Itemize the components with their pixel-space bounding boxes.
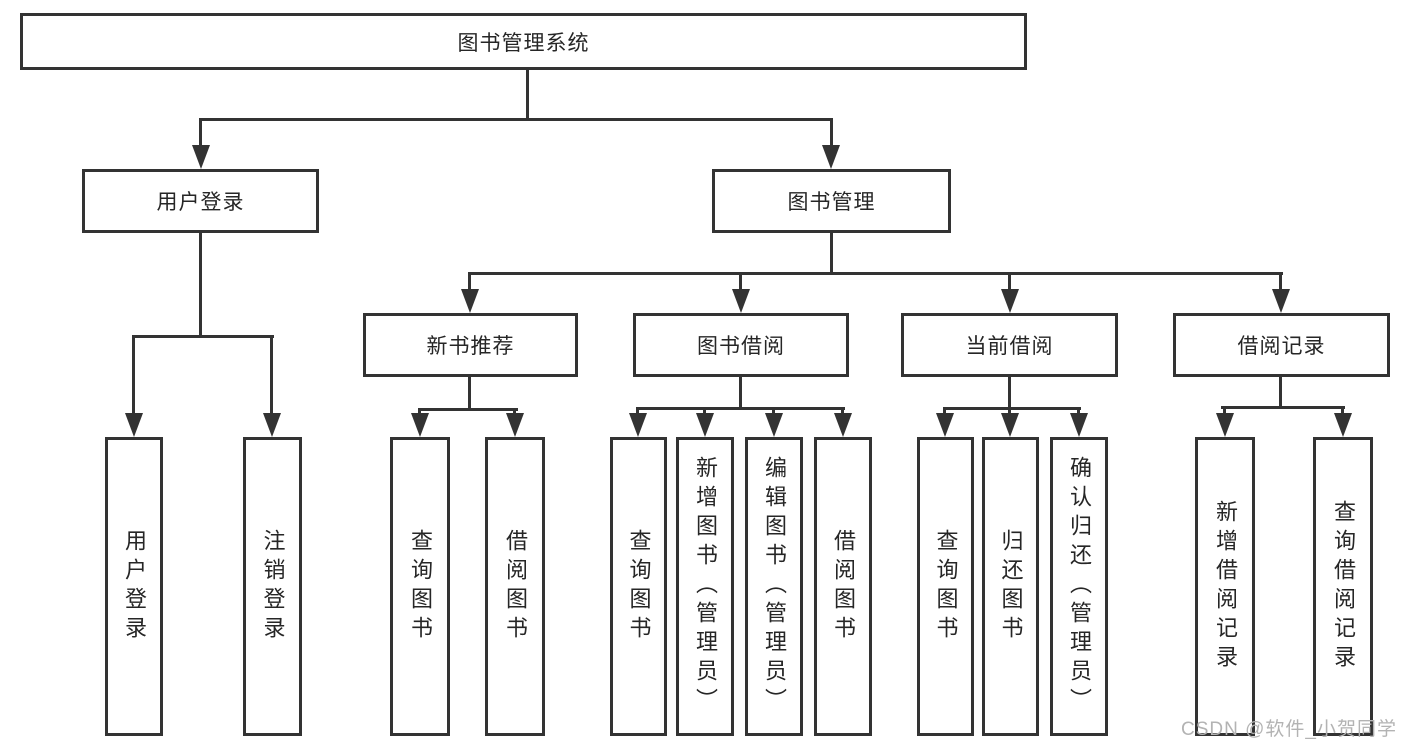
node-book-management: 图书管理 xyxy=(712,169,951,233)
node-new-book-recommend-label: 新书推荐 xyxy=(426,335,515,358)
line xyxy=(830,233,833,274)
node-user-login-label: 用户登录 xyxy=(156,191,245,214)
leaf-recommend-borrow-book-label: 借阅图书 xyxy=(503,528,528,645)
line xyxy=(636,407,845,410)
node-new-book-recommend: 新书推荐 xyxy=(363,313,578,377)
arrowhead-down-icon xyxy=(696,413,714,437)
line xyxy=(1008,377,1011,409)
line xyxy=(199,233,202,337)
leaf-borrow-add-book-admin-label: 新增图书（管理员） xyxy=(693,456,718,717)
line xyxy=(772,407,775,415)
line xyxy=(636,407,639,415)
leaf-borrow-add-book-admin: 新增图书（管理员） xyxy=(676,437,734,736)
leaf-borrow-borrow-book: 借阅图书 xyxy=(814,437,872,736)
line xyxy=(1279,272,1282,291)
leaf-borrow-edit-book-admin-label: 编辑图书（管理员） xyxy=(762,456,787,717)
leaf-current-return-book: 归还图书 xyxy=(982,437,1039,736)
line xyxy=(841,407,844,415)
arrowhead-down-icon xyxy=(629,413,647,437)
leaf-recommend-borrow-book: 借阅图书 xyxy=(485,437,545,736)
arrowhead-down-icon xyxy=(765,413,783,437)
arrowhead-down-icon xyxy=(192,145,210,169)
leaf-borrow-query-book: 查询图书 xyxy=(610,437,667,736)
arrowhead-down-icon xyxy=(263,413,281,437)
leaf-user-login: 用户登录 xyxy=(105,437,163,736)
node-root-label: 图书管理系统 xyxy=(457,31,590,55)
node-current-borrow: 当前借阅 xyxy=(901,313,1118,377)
line xyxy=(513,408,516,415)
line xyxy=(830,118,833,148)
node-book-management-label: 图书管理 xyxy=(787,191,876,214)
watermark: CSDN @软件_小贺同学 xyxy=(1181,719,1397,740)
line xyxy=(1008,407,1011,415)
line xyxy=(418,408,421,415)
line xyxy=(468,272,471,291)
line xyxy=(739,377,742,409)
leaf-user-login-label: 用户登录 xyxy=(122,528,147,645)
line xyxy=(418,408,518,411)
arrowhead-down-icon xyxy=(732,289,750,313)
arrowhead-down-icon xyxy=(125,413,143,437)
node-borrow-records-label: 借阅记录 xyxy=(1237,335,1326,358)
leaf-recommend-query-book: 查询图书 xyxy=(390,437,450,736)
arrowhead-down-icon xyxy=(1272,289,1290,313)
node-current-borrow-label: 当前借阅 xyxy=(965,335,1054,358)
line xyxy=(1221,406,1345,409)
line xyxy=(132,335,135,415)
leaf-current-return-book-label: 归还图书 xyxy=(998,528,1024,645)
node-book-borrow: 图书借阅 xyxy=(633,313,849,377)
leaf-current-query-book-label: 查询图书 xyxy=(933,528,959,645)
line xyxy=(526,70,529,120)
leaf-current-confirm-return-admin: 确认归还（管理员） xyxy=(1050,437,1108,736)
line xyxy=(739,272,742,291)
node-borrow-records: 借阅记录 xyxy=(1173,313,1390,377)
arrowhead-down-icon xyxy=(1070,413,1088,437)
arrowhead-down-icon xyxy=(1001,289,1019,313)
line xyxy=(468,272,1283,275)
node-book-borrow-label: 图书借阅 xyxy=(697,335,785,358)
leaf-current-confirm-return-admin-label: 确认归还（管理员） xyxy=(1067,456,1092,717)
arrowhead-down-icon xyxy=(411,413,429,437)
line xyxy=(1341,406,1344,415)
leaf-records-add-record-label: 新增借阅记录 xyxy=(1213,499,1238,674)
line xyxy=(270,335,273,415)
line xyxy=(1008,272,1011,291)
arrowhead-down-icon xyxy=(1334,413,1352,437)
line xyxy=(1279,377,1282,408)
arrowhead-down-icon xyxy=(936,413,954,437)
line xyxy=(703,407,706,415)
node-user-login: 用户登录 xyxy=(82,169,319,233)
leaf-borrow-edit-book-admin: 编辑图书（管理员） xyxy=(745,437,803,736)
arrowhead-down-icon xyxy=(1216,413,1234,437)
arrowhead-down-icon xyxy=(834,413,852,437)
arrowhead-down-icon xyxy=(822,145,840,169)
arrowhead-down-icon xyxy=(1001,413,1019,437)
leaf-logout-label: 注销登录 xyxy=(260,528,286,645)
leaf-borrow-borrow-book-label: 借阅图书 xyxy=(831,528,856,645)
arrowhead-down-icon xyxy=(506,413,524,437)
line xyxy=(132,335,274,338)
leaf-records-add-record: 新增借阅记录 xyxy=(1195,437,1255,736)
leaf-recommend-query-book-label: 查询图书 xyxy=(408,528,433,645)
line xyxy=(1077,407,1080,415)
line xyxy=(943,407,946,415)
leaf-records-query-record-label: 查询借阅记录 xyxy=(1331,499,1356,674)
arrowhead-down-icon xyxy=(461,289,479,313)
leaf-records-query-record: 查询借阅记录 xyxy=(1313,437,1373,736)
line xyxy=(199,118,202,148)
line xyxy=(468,377,471,410)
node-root: 图书管理系统 xyxy=(20,13,1027,70)
leaf-borrow-query-book-label: 查询图书 xyxy=(626,528,652,645)
leaf-logout: 注销登录 xyxy=(243,437,302,736)
line xyxy=(943,407,1081,410)
line xyxy=(1223,406,1226,415)
leaf-current-query-book: 查询图书 xyxy=(917,437,974,736)
line xyxy=(199,118,833,121)
